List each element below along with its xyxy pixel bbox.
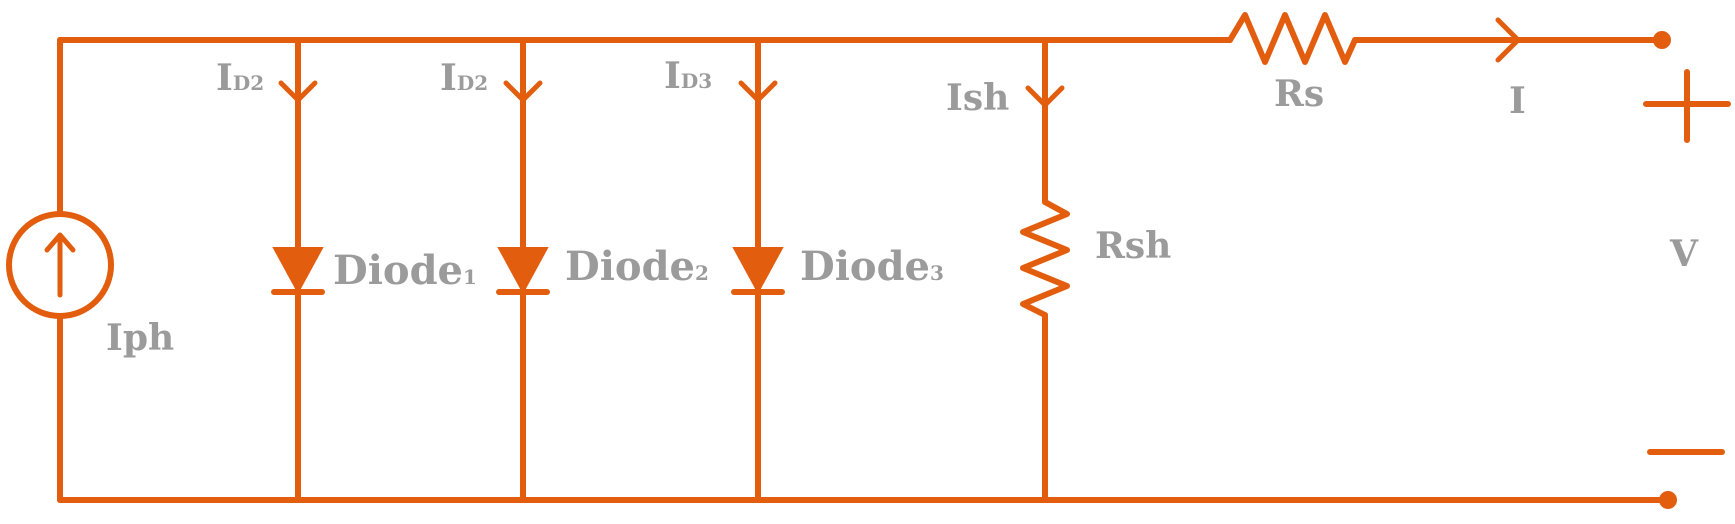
current-arrow-ish-icon [1025, 85, 1065, 108]
top-terminal-dot [1653, 31, 1671, 49]
id-label-3: ID3 [664, 55, 712, 97]
current-source-arrow-icon [44, 232, 76, 298]
id-label-1-main: I [216, 57, 233, 99]
ish-label: Ish [946, 77, 1009, 119]
series-resistor-zigzag-icon [1227, 12, 1358, 65]
diode-2-label: Diode2 [565, 243, 709, 290]
diode-3-label: Diode3 [800, 243, 944, 290]
shunt-branch [1020, 37, 1070, 503]
diode-2-label-sub: 2 [695, 261, 709, 285]
current-source-circle [6, 211, 114, 319]
current-source-iph [6, 211, 114, 319]
diode-branch-2 [496, 37, 550, 503]
id-label-2-sub: D2 [457, 71, 488, 95]
diode-branch-1 [271, 37, 325, 503]
current-arrow-id-2-icon [503, 80, 543, 103]
diode-1-label-sub: 1 [463, 265, 477, 289]
iph-label: Iph [106, 317, 174, 359]
diode-1-triangle-icon [272, 247, 324, 295]
v-label: V [1669, 233, 1699, 275]
id-label-1-sub: D2 [233, 71, 264, 95]
diode-3-label-main: Diode [800, 243, 930, 290]
plus-icon [1643, 69, 1731, 143]
output-current-arrow-icon [1495, 17, 1521, 63]
id-label-2-main: I [440, 57, 457, 99]
diode-2-triangle-icon [497, 247, 549, 295]
id-label-3-main: I [664, 55, 681, 97]
shunt-resistor-zigzag-icon [1020, 199, 1070, 318]
diode-3-label-sub: 3 [930, 261, 944, 285]
i-label: I [1509, 80, 1526, 122]
rs-label: Rs [1274, 73, 1324, 115]
id-label-1: ID2 [216, 57, 264, 99]
id-label-2: ID2 [440, 57, 488, 99]
bottom-terminal-dot [1659, 491, 1677, 509]
diode-1-label: Diode1 [333, 247, 477, 294]
id-label-3-sub: D3 [681, 69, 712, 93]
diode-1-label-main: Diode [333, 247, 463, 294]
rsh-label: Rsh [1095, 225, 1171, 267]
current-arrow-id-3-icon [738, 80, 778, 103]
diode-3-triangle-icon [732, 247, 784, 295]
diode-branch-3 [731, 37, 785, 503]
current-arrow-id-1-icon [278, 80, 318, 103]
diode-2-label-main: Diode [565, 243, 695, 290]
